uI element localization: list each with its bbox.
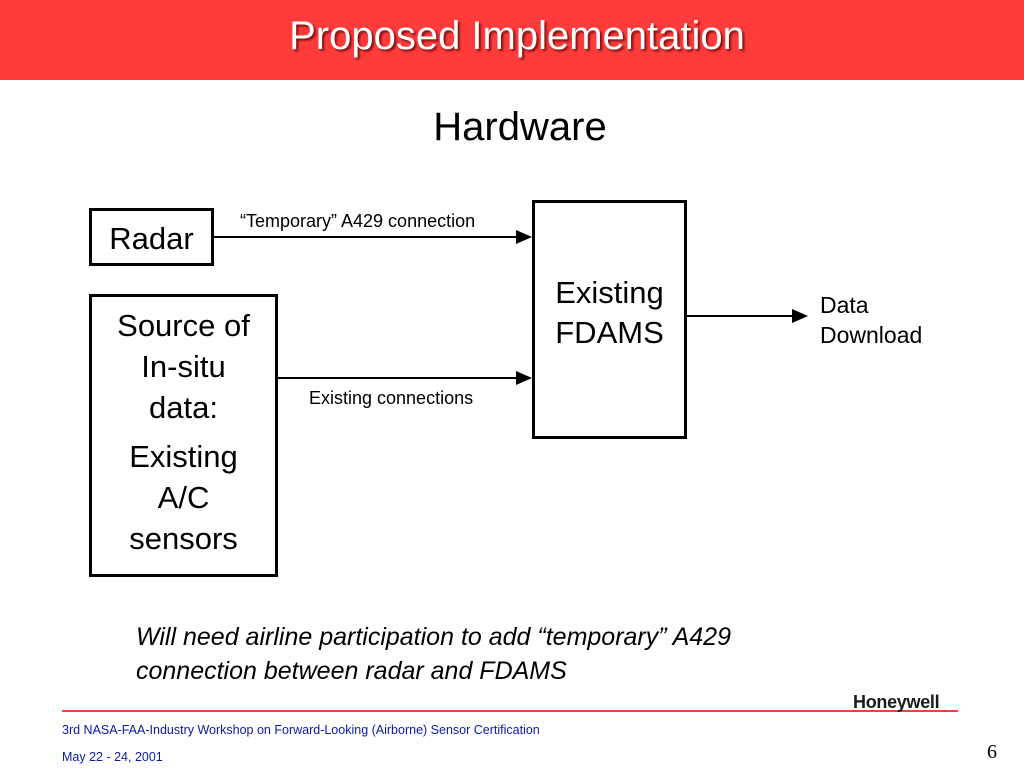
- existing-connections-label: Existing connections: [309, 388, 474, 408]
- radar-box: Radar: [89, 208, 214, 266]
- source-text: Source of In-situ data: Existing A/C sen…: [92, 305, 275, 559]
- source-box: Source of In-situ data: Existing A/C sen…: [89, 294, 278, 577]
- source-sub-line: Existing: [129, 439, 238, 474]
- note-line: Will need airline participation to add “…: [136, 623, 731, 651]
- fdams-text: Existing FDAMS: [535, 273, 684, 353]
- fdams-line: FDAMS: [555, 315, 664, 350]
- page-number: 6: [987, 741, 997, 763]
- temporary-connection-label: “Temporary” A429 connection: [240, 211, 476, 231]
- fdams-box: Existing FDAMS: [532, 200, 687, 439]
- source-line: data:: [149, 390, 218, 425]
- note-line: connection between radar and FDAMS: [136, 657, 567, 685]
- slide-title: Proposed Implementation: [289, 14, 745, 58]
- honeywell-logo: Honeywell: [853, 692, 940, 712]
- existing-connections-arrowhead: [516, 371, 532, 385]
- data-download-label: Data Download: [820, 290, 922, 350]
- source-sub-line: sensors: [129, 521, 238, 556]
- data-download-arrowhead: [792, 309, 808, 323]
- source-line: Source of: [117, 308, 250, 343]
- data-download-line: Download: [820, 322, 923, 348]
- fdams-line: Existing: [555, 275, 664, 310]
- source-line: In-situ: [141, 349, 226, 384]
- footer-rule: [62, 710, 958, 712]
- footer-date: May 22 - 24, 2001: [62, 750, 163, 764]
- slide-subtitle: Hardware: [433, 105, 607, 149]
- radar-label: Radar: [109, 221, 194, 256]
- source-sub-line: A/C: [157, 480, 210, 515]
- note-text: Will need airline participation to add “…: [136, 620, 896, 688]
- footer-workshop-title: 3rd NASA-FAA-Industry Workshop on Forwar…: [62, 723, 540, 737]
- data-download-line: Data: [820, 292, 869, 318]
- title-bar: [0, 0, 1024, 80]
- temporary-connection-arrowhead: [516, 230, 532, 244]
